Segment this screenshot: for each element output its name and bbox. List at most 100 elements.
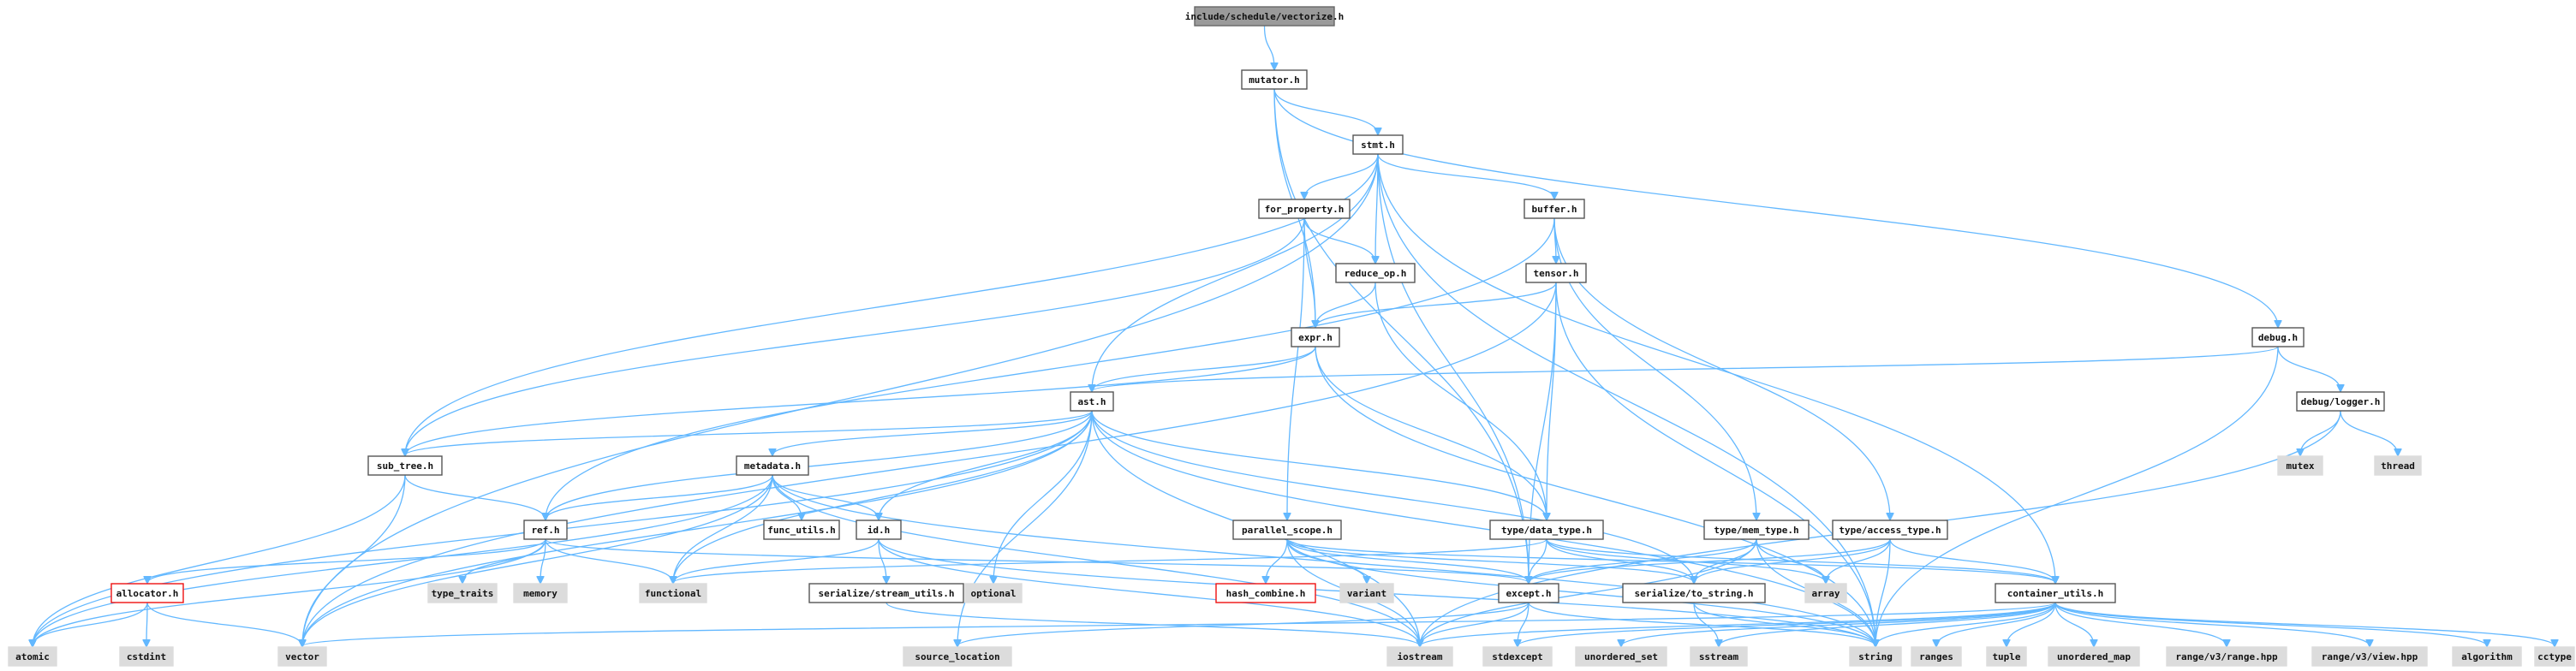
node-algorithm-box (2452, 646, 2522, 667)
node-func-utils-box (763, 520, 840, 540)
edge-expr-to-sub-tree (405, 346, 1316, 455)
edge-type-data-type-to-container-utils (1546, 538, 2055, 583)
node-ref-label: ref.h (531, 525, 559, 536)
edge-container-utils-to-string (1875, 602, 2056, 646)
node-debug-label: debug.h (2258, 332, 2298, 343)
edge-ref-to-allocator (147, 538, 546, 583)
node-buffer[interactable]: buffer.h (1524, 199, 1585, 219)
node-memory-box (513, 583, 568, 603)
node-type-data-type[interactable]: type/data_type.h (1489, 520, 1604, 540)
node-sub-tree[interactable]: sub_tree.h (367, 455, 443, 476)
node-range-v3-view: range/v3/view.hpp (2311, 646, 2428, 667)
edge-type-access-type-to-array (1826, 538, 1891, 583)
node-debug[interactable]: debug.h (2251, 327, 2305, 347)
edge-ast-to-source-location (957, 410, 1093, 646)
node-mutator[interactable]: mutator.h (1241, 69, 1308, 90)
edge-stmt-to-ast (1092, 153, 1379, 391)
edge-parallel-scope-to-except (1286, 538, 1529, 583)
node-except-label: except.h (1506, 588, 1552, 599)
node-ast[interactable]: ast.h (1070, 391, 1114, 412)
edge-type-access-type-to-container-utils (1889, 538, 2055, 583)
edge-debug-logger-to-mutex (2300, 410, 2341, 455)
node-mutator-box (1241, 69, 1308, 90)
node-parallel-scope[interactable]: parallel_scope.h (1232, 520, 1342, 540)
node-type-access-type-label: type/access_type.h (1839, 525, 1941, 536)
edge-buffer-to-ref (546, 217, 1555, 520)
node-ranges-box (1911, 646, 1962, 667)
edge-type-access-type-to-serialize-to-string (1694, 538, 1891, 583)
node-metadata-label: metadata.h (744, 460, 801, 472)
node-reduce-op[interactable]: reduce_op.h (1335, 263, 1416, 283)
edge-expr-to-type-data-type (1315, 346, 1547, 520)
edge-parallel-scope-to-serialize-to-string (1286, 538, 1694, 583)
edge-container-utils-to-range-v3-range (2054, 602, 2227, 646)
node-serialize-to-string[interactable]: serialize/to_string.h (1622, 583, 1766, 603)
node-type-mem-type[interactable]: type/mem_type.h (1703, 520, 1810, 540)
edge-container-utils-to-iostream (1420, 602, 2056, 646)
node-metadata-box (736, 455, 809, 476)
node-for-property[interactable]: for_property.h (1258, 199, 1351, 219)
edge-ast-to-sub-tree (405, 410, 1093, 455)
edge-metadata-to-functional (673, 474, 773, 583)
edge-parallel-scope-to-container-utils (1286, 538, 2055, 583)
node-thread: thread (2374, 455, 2422, 476)
node-type-access-type[interactable]: type/access_type.h (1832, 520, 1948, 540)
node-allocator-box (110, 583, 184, 603)
node-debug-logger-box (2296, 391, 2385, 412)
edge-container-utils-to-range-v3-view (2054, 602, 2370, 646)
node-array: array (1804, 583, 1847, 603)
edge-allocator-to-atomic (33, 602, 148, 646)
node-thread-label: thread (2381, 460, 2415, 472)
edge-mutator-to-stmt (1273, 88, 1378, 134)
node-vectorize[interactable]: include/schedule/vectorize.h (1185, 6, 1344, 27)
node-stmt-box (1352, 134, 1404, 155)
edge-type-mem-type-to-iostream (1420, 538, 1757, 646)
node-iostream: iostream (1386, 646, 1453, 667)
edge-parallel-scope-to-hash-combine (1266, 538, 1288, 583)
node-algorithm-label: algorithm (2461, 651, 2513, 662)
edge-stmt-to-buffer (1377, 153, 1554, 199)
node-ast-label: ast.h (1077, 396, 1106, 407)
node-container-utils[interactable]: container_utils.h (1995, 583, 2116, 603)
edge-container-utils-to-tuple (2007, 602, 2056, 646)
edge-ref-to-except (545, 538, 1529, 583)
node-allocator[interactable]: allocator.h (110, 583, 184, 603)
node-stmt[interactable]: stmt.h (1352, 134, 1404, 155)
node-unordered-map-box (2048, 646, 2140, 667)
node-id[interactable]: id.h (856, 520, 902, 540)
node-unordered-map-label: unordered_map (2057, 651, 2131, 662)
node-string-label: string (1858, 651, 1893, 662)
node-iostream-label: iostream (1398, 651, 1443, 662)
node-metadata[interactable]: metadata.h (736, 455, 809, 476)
header-nodes: include/schedule/vectorize.h mutator.h stm… (8, 6, 2575, 667)
node-hash-combine[interactable]: hash_combine.h (1215, 583, 1316, 603)
node-ast-box (1070, 391, 1114, 412)
node-tuple-label: tuple (1992, 651, 2020, 662)
node-id-label: id.h (868, 525, 891, 536)
node-serialize-stream-utils-box (808, 583, 964, 603)
node-serialize-stream-utils[interactable]: serialize/stream_utils.h (808, 583, 964, 603)
node-func-utils[interactable]: func_utils.h (763, 520, 840, 540)
edge-debug-to-ast (1092, 346, 2279, 391)
node-except[interactable]: except.h (1498, 583, 1559, 603)
node-expr-label: expr.h (1298, 332, 1333, 343)
node-ref[interactable]: ref.h (523, 520, 568, 540)
node-sstream-label: sstream (1699, 651, 1739, 662)
node-debug-logger[interactable]: debug/logger.h (2296, 391, 2385, 412)
node-stdexcept-box (1482, 646, 1553, 667)
node-hash-combine-box (1215, 583, 1316, 603)
node-type-data-type-box (1489, 520, 1604, 540)
node-memory: memory (513, 583, 568, 603)
node-memory-label: memory (523, 588, 558, 599)
node-cctype: cctype (2534, 646, 2575, 667)
edge-container-utils-to-vector (302, 602, 2056, 646)
edge-type-data-type-to-functional (673, 538, 1547, 583)
edge-stmt-to-vector (302, 153, 1379, 646)
node-expr[interactable]: expr.h (1291, 327, 1340, 347)
node-optional: optional (964, 583, 1023, 603)
node-cstdint-label: cstdint (127, 651, 166, 662)
node-thread-box (2374, 455, 2422, 476)
node-tensor[interactable]: tensor.h (1525, 263, 1587, 283)
node-cstdint: cstdint (119, 646, 174, 667)
